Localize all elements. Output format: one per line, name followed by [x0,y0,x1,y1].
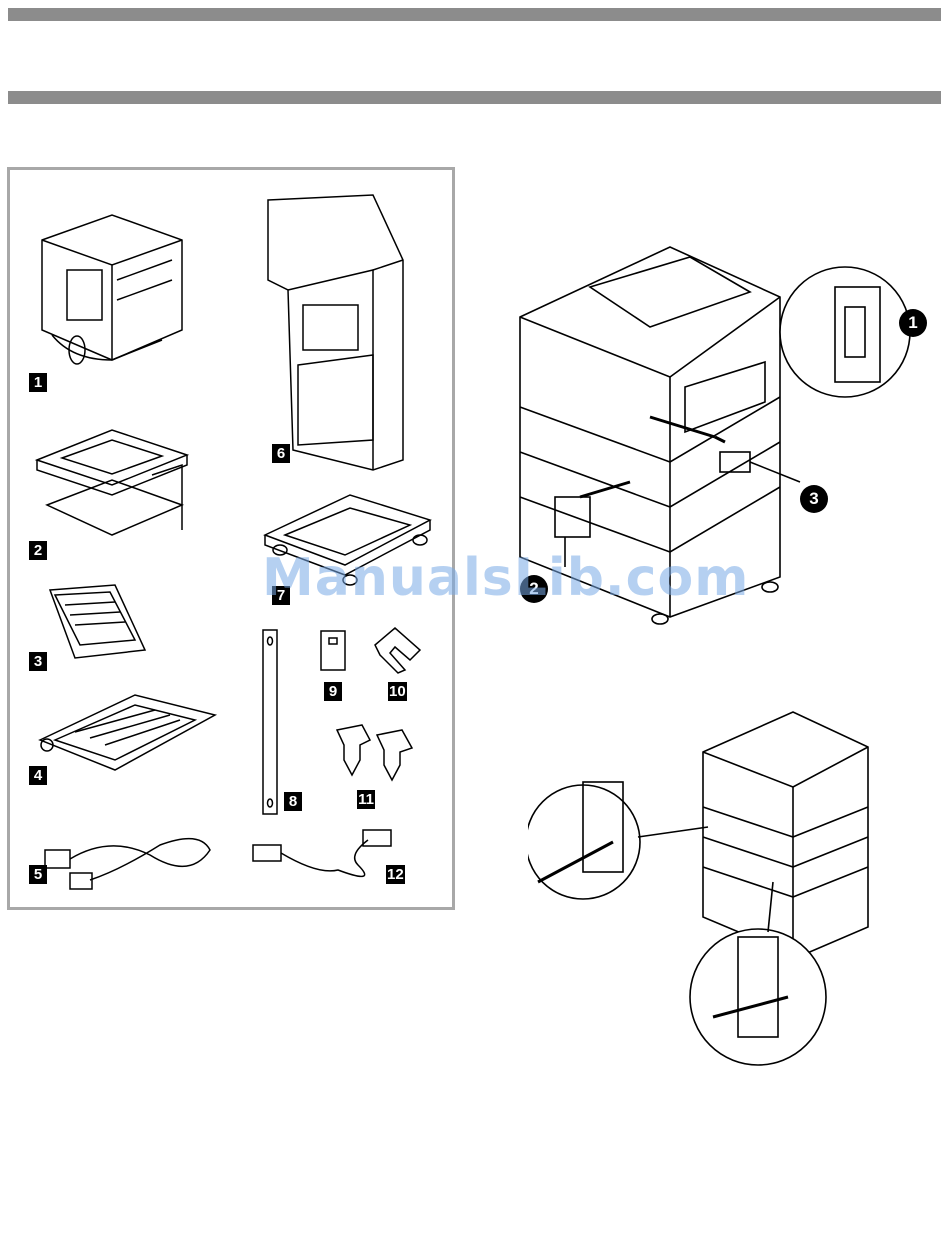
part-paper-tray-small-image [45,580,155,660]
part-interface-cable-image [248,825,408,895]
part-power-cord-image [40,825,220,895]
part-stacker-unit-image [263,190,413,475]
callout-3: 3 [800,485,828,513]
part-label-3: 3 [29,652,47,671]
part-printer-unit-image [32,210,192,390]
callout-1: 1 [899,309,927,337]
part-label-1: 1 [29,373,47,392]
part-label-5: 5 [29,865,47,884]
part-clip-image [370,625,425,675]
part-duplex-unit-image [32,410,192,550]
part-label-11: 11 [357,790,375,809]
part-paper-cassette-image [35,690,220,785]
part-label-4: 4 [29,766,47,785]
watermark-text: ManualsLib.com [262,548,749,608]
part-bracket-strip-image [260,627,280,817]
part-label-12: 12 [386,865,405,884]
header-rule-bottom [8,91,941,104]
part-label-10: 10 [388,682,407,701]
tray-lock-figure [528,707,878,1067]
part-label-9: 9 [324,682,342,701]
part-card-image [318,628,348,673]
part-label-6: 6 [272,444,290,463]
header-rule-top [8,8,941,21]
part-stoppers-image [332,720,422,785]
part-label-2: 2 [29,541,47,560]
parts-panel: 1 2 3 4 [7,167,455,910]
part-label-8: 8 [284,792,302,811]
